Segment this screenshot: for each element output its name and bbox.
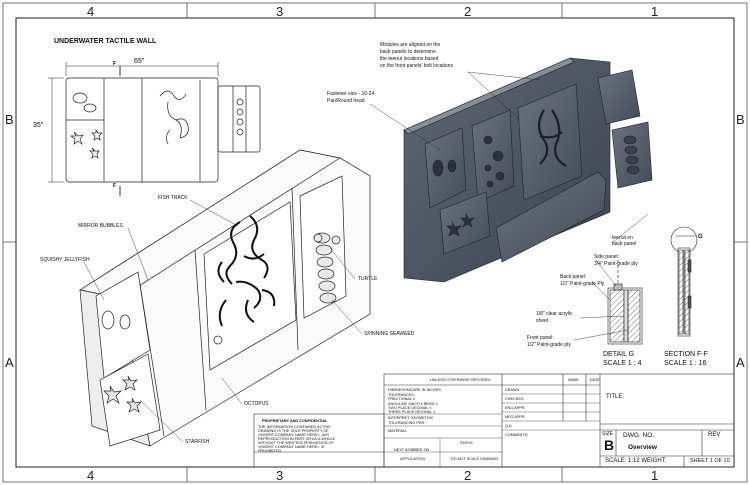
zone-label-bottom-2: 2 (464, 468, 472, 483)
title-block-grid (253, 373, 735, 468)
fastener-note-line-2: Pan/Round head (327, 98, 365, 104)
tb-title-label: TITLE: (606, 394, 625, 400)
detail-g-scale: SCALE 1 : 4 (603, 360, 642, 367)
acrylic-note-line-1: 1/8" clear acrylic (536, 311, 573, 317)
zone-ticks (3, 3, 747, 482)
callout-leaders (83, 199, 363, 443)
modules-note-line-1: Modules are aligned on the (380, 42, 441, 48)
callout-starfish: STARFISH (185, 439, 210, 445)
front-panel-note-line-1: Front panel: (527, 335, 554, 341)
tb-row-eng-appr: ENG APPR. (505, 406, 526, 410)
zone-label-left-b: B (5, 112, 14, 127)
modules-note-line-4: on the front panels' bolt locations (380, 63, 453, 69)
modules-note-line-2: back panels to determine (380, 49, 436, 55)
tb-prop-line-7: PROHIBITED. (258, 449, 283, 453)
callout-octopus: OCTOPUS (244, 401, 269, 407)
drawing-title: UNDERWATER TACTILE WALL (54, 38, 157, 45)
tb-row-qa: Q.A. (505, 424, 513, 428)
zone-label-bottom-3: 3 (276, 468, 284, 483)
front-view (65, 77, 261, 183)
zone-label-top-3: 3 (276, 4, 284, 19)
tb-scale-weight: SCALE: 1:12 WEIGHT: (605, 458, 667, 464)
isometric-assembly (79, 149, 371, 447)
tb-row-drawn: DRAWN (505, 388, 520, 392)
tb-prop-line-2: DRAWING IS THE SOLE PROPERTY OF (258, 429, 329, 433)
dimension-width: 65" (134, 58, 145, 65)
detail-g-marker: G (698, 234, 703, 240)
callout-spinning-seaweed: SPINNING SEAWEED (364, 331, 415, 337)
tb-finish: FINISH (460, 441, 473, 445)
tb-size-label: SIZE (602, 431, 614, 437)
front-panel-note-line-2: 1/2" Paint-grade ply (527, 342, 571, 348)
zone-label-right-a: A (736, 355, 745, 370)
tb-prop-line-3: <INSERT COMPANY NAME HERE>. ANY (258, 433, 330, 437)
back-panel-note-line-2: 1/2" Paint-grade Ply (560, 281, 605, 287)
tb-name-col: NAME (568, 378, 579, 382)
tb-prop-line-5: WITHOUT THE WRITTEN PERMISSION OF (258, 441, 334, 445)
tb-rev-label: REV (708, 432, 721, 438)
tb-sheet-number: SHEET 1 OF 10 (690, 458, 730, 464)
detail-leaders (573, 259, 629, 341)
tb-dwg-no-label: DWG. NO. (623, 432, 655, 439)
tb-dims-5: TWO PLACE DECIMAL ± (388, 406, 432, 410)
dimension-lines (48, 62, 219, 196)
section-f-f-view (670, 226, 698, 337)
side-panel-note-line-2: 3/4" Paint-grade ply (594, 261, 638, 267)
callout-squishy-jellyfish: SQUISHY JELLYFISH (40, 257, 90, 263)
tb-interpret-1: INTERPRET GEOMETRIC (388, 416, 434, 420)
detail-g-view (607, 258, 643, 345)
tb-dims-1: DIMENSIONS ARE IN INCHES (388, 388, 441, 392)
tb-unless-specified: UNLESS OTHERWISE SPECIFIED: (430, 378, 492, 382)
section-f-f-scale: SCALE 1 : 16 (664, 360, 707, 367)
tb-dims-2: TOLERANCES: (388, 392, 415, 397)
back-panel-note-line-1: Back panel: (560, 274, 587, 280)
zone-label-right-b: B (736, 112, 745, 127)
tb-prop-line-4: REPRODUCTION IN PART OR AS A WHOLE (258, 437, 336, 441)
acrylic-note-line-2: sheet (536, 318, 549, 324)
callout-fish-track: FISH TRACK (158, 195, 188, 201)
tb-row-mfg-appr: MFG APPR. (505, 415, 526, 419)
tb-row-checked: CHECKED (505, 397, 524, 401)
zone-label-top-2: 2 (464, 4, 472, 19)
tb-application: APPLICATION (400, 457, 425, 461)
section-f-f-label: SECTION F-F (664, 351, 708, 358)
tb-dims-6: THREE PLACE DECIMAL ± (388, 410, 436, 414)
tb-dims-4: ANGULAR: MACH ± BEND ± (388, 401, 438, 406)
fastener-note-line-1: Fastener size - 10-24 (327, 91, 375, 97)
modules-note-line-3: the teenut locations based (380, 56, 439, 62)
zone-label-top-4: 4 (87, 4, 95, 19)
tb-row-comments: COMMENTS: (505, 433, 529, 437)
callout-turtle: TURTLE (358, 276, 378, 282)
zone-label-left-a: A (5, 355, 14, 370)
callout-mirror-bubbles: MIRROR BUBBLES (78, 223, 123, 229)
teenut-note-line-1: teenut on (612, 235, 633, 241)
tb-do-not-scale: DO NOT SCALE DRAWING (451, 457, 499, 461)
tb-size-value: B (604, 437, 615, 453)
teenut-note-line-2: back panel (612, 241, 637, 247)
tb-prop-line-6: <INSERT COMPANY NAME HERE> IS (258, 445, 325, 449)
tb-dwg-no-value: Overview (628, 444, 657, 451)
tb-interpret-2: TOLERANCING PER: (388, 420, 426, 425)
zone-label-top-1: 1 (651, 4, 659, 19)
tb-used-on: USED ON (412, 448, 430, 452)
tb-next-assy: NEXT ASSY (394, 448, 416, 452)
section-marker-top: F (113, 61, 117, 67)
zone-label-bottom-1: 1 (651, 468, 659, 483)
side-panel-note-line-1: Side panel: (594, 254, 620, 260)
tb-material: MATERIAL (388, 429, 407, 433)
dimension-height: 35" (33, 122, 44, 129)
section-marker-bottom: F (113, 183, 117, 189)
detail-g-label: DETAIL G (603, 351, 635, 358)
tb-date-col: DATE (590, 378, 600, 382)
tb-prop-line-1: THE INFORMATION CONTAINED IN THIS (258, 425, 331, 429)
tb-dims-3: FRACTIONAL ± (388, 397, 416, 401)
exploded-modules (403, 57, 653, 283)
module-leaders (369, 71, 649, 244)
zone-label-bottom-4: 4 (87, 468, 95, 483)
tb-proprietary-title: PROPRIETARY AND CONFIDENTIAL (262, 419, 328, 423)
